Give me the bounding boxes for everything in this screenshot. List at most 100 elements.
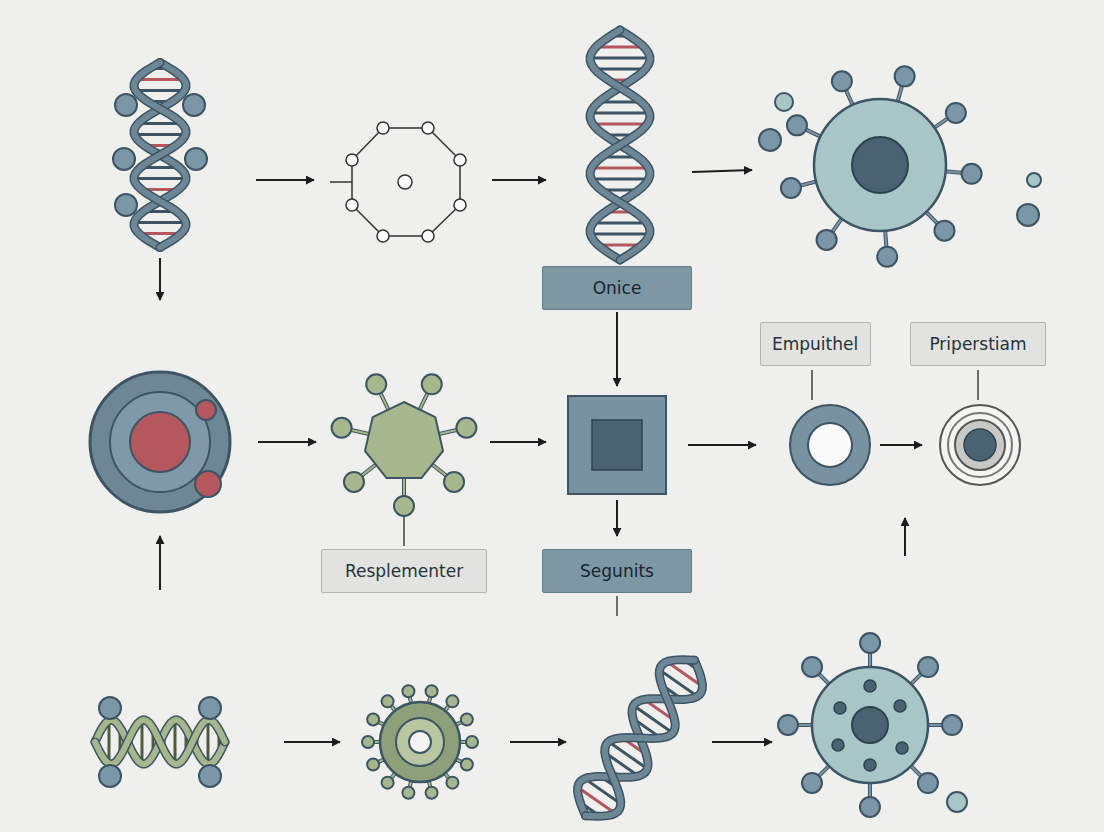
figure-stroke [366, 374, 386, 394]
figure-stroke [113, 148, 135, 170]
figure-stroke [895, 66, 915, 86]
figure-stroke [962, 164, 982, 184]
cell-figure [362, 685, 478, 798]
figure-stroke [593, 123, 648, 126]
green-molecule [332, 374, 477, 516]
figure-stroke [344, 472, 364, 492]
figure-stroke [566, 646, 714, 829]
figure-stroke [781, 178, 801, 198]
cell-figure [781, 66, 982, 266]
figure-stroke [134, 63, 186, 248]
figure-stroke [402, 685, 414, 697]
figure-stroke [367, 759, 379, 771]
figure-stroke [595, 68, 646, 71]
figure-stroke [942, 715, 962, 735]
figure-stroke [174, 720, 177, 764]
figure-stroke [591, 178, 649, 181]
cell-figure [778, 633, 962, 817]
label-box: Onice [542, 266, 692, 310]
box-label: Priperstiam [929, 334, 1026, 354]
figure-stroke [860, 633, 880, 653]
figure-stroke [817, 230, 837, 250]
figure-stroke [199, 765, 221, 787]
figure-stroke [402, 787, 414, 799]
figure-stroke [332, 418, 352, 438]
figure-stroke [860, 797, 880, 817]
figure-stroke [95, 720, 225, 764]
figure-stroke [894, 700, 906, 712]
figure-stroke [802, 773, 822, 793]
figure-stroke [115, 94, 137, 116]
leader-lines [404, 370, 978, 616]
label-box: Segunits [542, 549, 692, 593]
figure-stroke [812, 667, 928, 783]
square-unit [568, 396, 666, 494]
figure-stroke [382, 695, 394, 707]
figure-stroke [1027, 173, 1041, 187]
figure-stroke [394, 496, 414, 516]
figure-stroke [199, 697, 221, 719]
figure-stroke [185, 148, 207, 170]
figure-stroke [590, 30, 650, 260]
figure-stroke [183, 94, 205, 116]
dna-helix [590, 30, 650, 260]
label-box: Priperstiam [910, 322, 1046, 366]
figure-stroke [396, 718, 444, 766]
figure-stroke [134, 63, 186, 248]
dna-helix [113, 63, 207, 248]
figure-stroke [918, 657, 938, 677]
figure-stroke [461, 713, 473, 725]
figure-stroke [896, 742, 908, 754]
figure-stroke [947, 792, 967, 812]
dna-helix [566, 646, 714, 829]
figure-stroke [934, 221, 954, 241]
figure-stroke [115, 194, 137, 216]
figure-stroke [864, 759, 876, 771]
figure-stroke [591, 167, 648, 170]
generated-figures [95, 30, 1041, 830]
figure-stroke [367, 713, 379, 725]
figure-stroke [778, 715, 798, 735]
figure-stroke [832, 71, 852, 91]
figure-stroke [590, 30, 650, 260]
flow-arrows [160, 170, 922, 742]
figure-stroke [877, 247, 897, 267]
figure-stroke [832, 739, 844, 751]
figure-stroke [382, 777, 394, 789]
figure-stroke [426, 787, 438, 799]
figure-stroke [802, 657, 822, 677]
figure-stroke [456, 418, 476, 438]
figure-stroke [590, 30, 650, 260]
figure-stroke [422, 374, 442, 394]
figure-stroke [590, 233, 649, 236]
box-label: Resplementer [345, 561, 463, 581]
figure-stroke [466, 736, 478, 748]
figure-stroke [446, 777, 458, 789]
figure-stroke [99, 697, 121, 719]
box-label: Onice [593, 278, 642, 298]
figure-stroke [593, 222, 647, 225]
figure-stroke [426, 685, 438, 697]
figure-stroke [444, 472, 464, 492]
figure-stroke [864, 680, 876, 692]
figure-stroke [775, 93, 793, 111]
figure-stroke [759, 129, 781, 151]
figure-stroke [446, 695, 458, 707]
figure-stroke [134, 63, 186, 248]
figure-stroke [461, 759, 473, 771]
figure-stroke [590, 112, 649, 115]
figure-stroke [134, 133, 185, 136]
figure-stroke [365, 402, 443, 478]
figure-stroke [207, 720, 210, 764]
figure-stroke [566, 646, 714, 829]
figure-stroke [95, 720, 225, 764]
label-box: Resplementer [321, 549, 487, 593]
figure-stroke [590, 30, 650, 260]
figure-stroke [787, 115, 807, 135]
figure-stroke [834, 702, 846, 714]
figure-stroke [362, 736, 374, 748]
figure-stroke [134, 221, 186, 224]
figure-stroke [852, 707, 888, 743]
